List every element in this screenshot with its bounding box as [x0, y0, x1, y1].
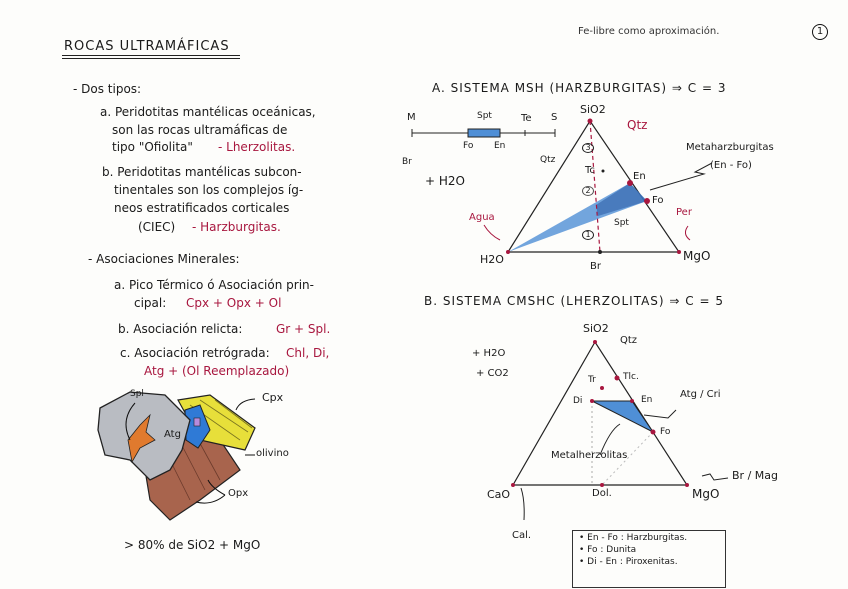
label-spl: Spl — [130, 389, 144, 399]
a-point-spt: Spt — [614, 218, 629, 228]
rock-type-legend: • En - Fo : Harzburgitas. • Fo : Dunita … — [572, 530, 726, 588]
legend-item-harzburgitas: • En - Fo : Harzburgitas. — [579, 533, 688, 543]
item-b-line2: tinentales son los complejos íg- — [114, 183, 304, 197]
item-b-result: - Harzburgitas. — [192, 220, 281, 234]
b-label-br-mag: Br / Mag — [732, 469, 778, 482]
a-label-meta-range: (En - Fo) — [710, 160, 752, 171]
a-label-per: Per — [676, 207, 692, 218]
a-line-fo: Fo — [463, 141, 474, 151]
a-vertex-h2o: H2O — [480, 253, 504, 266]
b-point-tlc: Tlc. — [623, 372, 639, 382]
system-b-heading: B. SISTEMA CMSHC (LHERZOLITAS) ⇒ C = 5 — [424, 294, 724, 308]
label-cpx: Cpx — [262, 391, 284, 404]
assoc-b-label: b. Asociación relicta: — [118, 322, 243, 336]
a-line-s: S — [551, 112, 558, 123]
item-a-line2: son las rocas ultramáficas de — [112, 123, 288, 137]
assoc-c-value1: Chl, Di, — [286, 346, 330, 360]
b-vertex-sio2: SiO2 — [583, 322, 609, 335]
assoc-b-value: Gr + Spl. — [276, 322, 331, 336]
b-point-fo: Fo — [660, 427, 671, 437]
a-label-meta: Metaharzburgitas — [686, 142, 774, 153]
legend-item-piroxenitas: • Di - En : Piroxenitas. — [579, 557, 678, 567]
title-underline — [62, 55, 240, 56]
item-b-line1: b. Peridotitas mantélicas subcon- — [102, 165, 302, 179]
page-title: ROCAS ULTRAMÁFICAS — [64, 39, 230, 54]
a-zone-1: 1 — [582, 230, 594, 240]
b-point-di: Di — [573, 396, 583, 406]
a-point-en: En — [633, 171, 646, 182]
assoc-a-value: Cpx + Opx + Ol — [186, 296, 282, 310]
item-a-line1: a. Peridotitas mantélicas oceánicas, — [100, 105, 316, 119]
b-vertex-mgo: MgO — [692, 487, 720, 501]
section-dos-tipos: - Dos tipos: — [73, 82, 142, 96]
page-number: 1 — [812, 24, 828, 40]
assoc-c-value2: Atg + (Ol Reemplazado) — [144, 364, 290, 378]
b-point-dol: Dol. — [592, 488, 612, 499]
assoc-a-line1: a. Pico Térmico ó Asociación prin- — [114, 278, 314, 292]
b-label-meta: Metalherzolitas — [551, 450, 628, 461]
a-line-m: M — [407, 112, 416, 123]
item-b-abbrev: (CIEC) — [138, 220, 176, 234]
a-line-spt: Spt — [477, 111, 492, 121]
a-plus-water: + H2O — [425, 174, 465, 188]
label-olivino: olivino — [256, 448, 289, 459]
b-vertex-cao: CaO — [487, 488, 511, 501]
legend-item-dunita: • Fo : Dunita — [579, 545, 637, 555]
header-note: Fe-libre como aproximación. — [578, 26, 720, 37]
label-atg: Atg — [164, 429, 181, 440]
b-point-tr: Tr — [588, 375, 596, 385]
footer-note: > 80% de SiO2 + MgO — [124, 538, 261, 552]
a-vertex-sio2: SiO2 — [580, 103, 606, 116]
b-point-qtz: Qtz — [620, 335, 638, 346]
a-point-tc: Tc — [585, 165, 595, 176]
b-point-en: En — [641, 395, 653, 405]
a-vertex-mgo: MgO — [683, 249, 711, 263]
system-a-heading: A. SISTEMA MSH (HARZBURGITAS) ⇒ C = 3 — [432, 81, 727, 95]
item-b-line3: neos estratificados corticales — [114, 201, 290, 215]
item-a-result: - Lherzolitas. — [218, 140, 296, 154]
item-a-line3: tipo "Ofiolita" — [112, 140, 193, 154]
a-line-te: Te — [521, 113, 532, 124]
b-plus-co2: + CO2 — [476, 368, 509, 379]
assoc-c-label: c. Asociación retrógrada: — [120, 346, 270, 360]
b-label-atg: Atg / Cri — [680, 389, 721, 400]
b-point-cal: Cal. — [512, 530, 532, 541]
a-label-agua: Agua — [469, 212, 495, 223]
b-plus-water: + H2O — [472, 348, 506, 359]
assoc-a-label: cipal: — [134, 296, 167, 310]
a-zone-3: 3 — [582, 143, 594, 153]
a-line-qtz: Qtz — [540, 155, 556, 165]
a-line-en: En — [494, 141, 506, 151]
a-zone-2: 2 — [582, 186, 594, 196]
a-point-br: Br — [590, 261, 601, 272]
a-line-br: Br — [402, 157, 412, 167]
section-asociaciones: - Asociaciones Minerales: — [88, 252, 240, 266]
label-opx: Opx — [228, 488, 249, 499]
a-point-fo: Fo — [652, 195, 664, 206]
a-point-qtz: Qtz — [627, 118, 648, 132]
